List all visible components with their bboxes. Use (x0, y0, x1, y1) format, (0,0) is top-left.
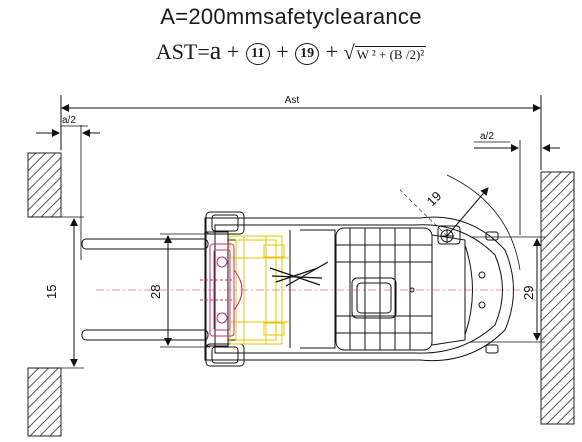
formula-plus-1: + (226, 39, 240, 64)
dim-19-label: 19 (424, 188, 445, 209)
hydraulic-lines (269, 261, 329, 287)
sqrt-content: W ² + (B /2)² (354, 46, 427, 63)
fork-upper (81, 238, 209, 250)
ast-formula: AST=a + 11 + 19 + √W ² + (B /2)² (0, 36, 582, 66)
ast-label: Ast (285, 95, 300, 106)
turning-arc (446, 174, 521, 271)
fork-lower (81, 329, 209, 341)
wall-right (540, 171, 575, 425)
dim-29-label: 29 (521, 286, 536, 300)
circled-19: 19 (295, 42, 320, 65)
dim-19-line (446, 187, 489, 237)
wall-bottom-left (27, 367, 62, 437)
sqrt-term: √W ² + (B /2)² (343, 42, 427, 65)
formula-a: a (209, 36, 222, 65)
formula-prefix: AST= (155, 39, 210, 64)
dim-15-label: 15 (44, 285, 59, 299)
formula-plus-3: + (325, 39, 339, 64)
clearance-title: A=200mmsafetyclearance (160, 4, 422, 29)
a2-left-label: a/2 (62, 115, 76, 126)
truck-body (204, 211, 514, 367)
wall-top-left (27, 152, 62, 218)
dim-28-label: 28 (148, 285, 163, 299)
a2-right-label: a/2 (480, 131, 494, 142)
formula-plus-2: + (276, 39, 289, 64)
circled-11: 11 (245, 42, 270, 65)
